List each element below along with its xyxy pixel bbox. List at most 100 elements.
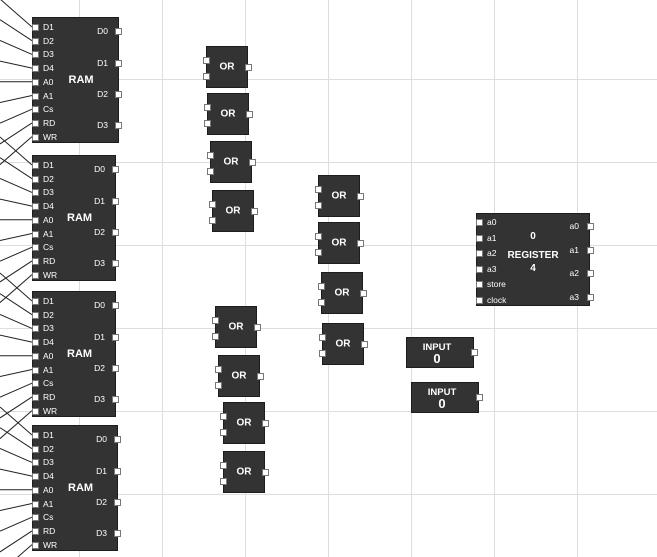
input-wire[interactable] (0, 136, 33, 166)
ram-output-port[interactable] (112, 396, 119, 403)
ram-input-port[interactable] (32, 432, 39, 439)
ram-output-port[interactable] (112, 198, 119, 205)
or-input-port-a[interactable] (220, 462, 227, 469)
or-output-port[interactable] (361, 341, 368, 348)
ram-output-port[interactable] (115, 122, 122, 129)
ram-output-port[interactable] (114, 468, 121, 475)
input-wire[interactable] (0, 260, 33, 283)
ram-output-port[interactable] (112, 166, 119, 173)
register-input-port[interactable] (476, 219, 483, 226)
or-input-port-b[interactable] (212, 333, 219, 340)
or-input-port-b[interactable] (220, 429, 227, 436)
ram-input-port[interactable] (32, 257, 39, 265)
ram-input-port[interactable] (32, 133, 39, 141)
ram-output-port[interactable] (115, 91, 122, 98)
ram-output-port[interactable] (112, 302, 119, 309)
input-wire[interactable] (0, 272, 33, 302)
ram-input-port[interactable] (32, 445, 39, 453)
ram-output-port[interactable] (114, 499, 121, 506)
or-input-port-b[interactable] (203, 73, 210, 80)
ram-input-port[interactable] (32, 366, 39, 374)
or-gate[interactable]: OR (220, 402, 269, 444)
or-input-port-b[interactable] (215, 382, 222, 389)
or-gate[interactable]: OR (318, 272, 367, 314)
ram-input-port[interactable] (32, 380, 39, 388)
or-input-port-a[interactable] (204, 104, 211, 111)
or-input-port-a[interactable] (215, 366, 222, 373)
ram-input-port[interactable] (32, 37, 39, 45)
input-wire[interactable] (0, 382, 33, 398)
or-gate[interactable]: OR (315, 222, 364, 264)
input-wire[interactable] (0, 108, 33, 124)
ram-input-port[interactable] (32, 106, 39, 114)
or-output-port[interactable] (360, 290, 367, 297)
register-input-port[interactable] (476, 234, 483, 242)
input-wire[interactable] (0, 334, 33, 343)
or-input-port-a[interactable] (212, 317, 219, 324)
input-wire[interactable] (0, 468, 33, 477)
or-input-port-a[interactable] (207, 152, 214, 159)
input-wire[interactable] (0, 369, 33, 377)
or-gate[interactable]: OR (204, 93, 253, 135)
or-gate[interactable]: OR (215, 355, 264, 397)
ram-output-port[interactable] (112, 229, 119, 236)
input-wire[interactable] (0, 503, 33, 511)
ram-output-port[interactable] (115, 60, 122, 67)
ram-input-port[interactable] (32, 92, 39, 100)
ram-input-port[interactable] (32, 51, 39, 59)
register-input-port[interactable] (476, 265, 483, 273)
or-gate[interactable]: OR (203, 46, 252, 88)
input-wire[interactable] (0, 313, 33, 329)
or-input-port-b[interactable] (209, 217, 216, 224)
or-input-port-b[interactable] (204, 120, 211, 127)
or-input-port-a[interactable] (315, 186, 322, 193)
or-output-port[interactable] (357, 240, 364, 247)
or-gate[interactable]: OR (220, 451, 269, 493)
or-input-port-b[interactable] (319, 350, 326, 357)
or-gate[interactable]: OR (209, 190, 258, 232)
or-output-port[interactable] (262, 420, 269, 427)
input-wire[interactable] (0, 516, 33, 532)
input-wire[interactable] (0, 60, 33, 69)
or-input-port-b[interactable] (220, 478, 227, 485)
or-output-port[interactable] (254, 324, 261, 331)
input-wire[interactable] (0, 274, 33, 303)
ram-input-port[interactable] (32, 271, 39, 279)
or-gate[interactable]: OR (212, 306, 261, 348)
ram-input-port[interactable] (32, 407, 39, 415)
or-gate[interactable]: OR (315, 175, 364, 217)
ram-input-port[interactable] (32, 514, 39, 522)
or-input-port-a[interactable] (315, 233, 322, 240)
input-wire[interactable] (0, 447, 33, 463)
ram-input-port[interactable] (32, 78, 39, 86)
or-output-port[interactable] (257, 373, 264, 380)
input-wire[interactable] (0, 177, 33, 193)
ram-input-port[interactable] (32, 311, 39, 319)
or-output-port[interactable] (245, 64, 252, 71)
ram-input-port[interactable] (32, 230, 39, 238)
input-wire[interactable] (0, 396, 33, 419)
register-input-port[interactable] (476, 250, 483, 257)
input-wire[interactable] (0, 39, 33, 55)
input-wire[interactable] (0, 293, 33, 316)
or-output-port[interactable] (251, 208, 258, 215)
ram-input-port[interactable] (32, 203, 39, 211)
input-output-port[interactable] (476, 394, 483, 401)
register-output-port[interactable] (587, 293, 594, 301)
ram-input-port[interactable] (32, 162, 39, 169)
register-output-port[interactable] (587, 223, 594, 230)
ram-input-port[interactable] (32, 486, 39, 494)
or-input-port-b[interactable] (315, 202, 322, 209)
ram-input-port[interactable] (32, 393, 39, 401)
or-input-port-a[interactable] (319, 334, 326, 341)
ram-output-port[interactable] (114, 530, 121, 537)
input-wire[interactable] (0, 427, 33, 450)
or-output-port[interactable] (246, 111, 253, 118)
input-output-port[interactable] (471, 349, 478, 356)
or-output-port[interactable] (262, 469, 269, 476)
input-wire[interactable] (0, 410, 33, 439)
